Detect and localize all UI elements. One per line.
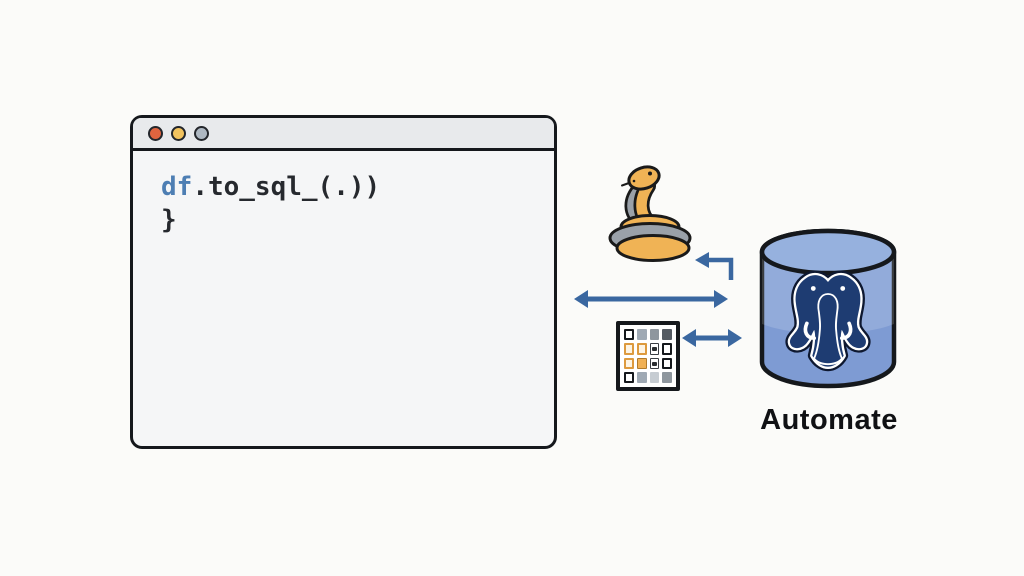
grid-cell — [662, 329, 672, 341]
postgresql-database-icon — [759, 228, 897, 389]
code-editor-window: df.to_sql_(.)) } — [130, 115, 557, 449]
window-minimize-dot — [171, 125, 186, 141]
window-maximize-dot — [194, 125, 209, 141]
table-grid-icon — [616, 321, 680, 391]
postgresql-elephant-logo — [785, 270, 871, 372]
elephant-eye-right — [840, 286, 846, 291]
grid-cell — [624, 357, 634, 369]
window-titlebar — [133, 118, 554, 151]
grid-cell — [636, 329, 647, 341]
grid-cell — [649, 371, 660, 383]
return-arrow-icon — [695, 252, 734, 280]
grid-cell — [624, 343, 634, 355]
grid-cell — [649, 343, 660, 355]
bidirectional-arrow-short — [682, 329, 742, 347]
grid-cell — [649, 329, 660, 341]
database-label: Automate — [760, 404, 898, 436]
code-snippet: df.to_sql_(.)) } — [133, 151, 554, 236]
grid-cell — [662, 371, 672, 383]
window-close-dot — [148, 125, 163, 141]
grid-cell — [636, 371, 647, 383]
grid-cell — [662, 357, 672, 369]
grid-cell — [636, 357, 647, 369]
grid-cell — [636, 343, 647, 355]
code-keyword-df: df — [161, 172, 193, 202]
code-call: .to_sql_(.)) — [192, 172, 381, 202]
python-snake-icon — [608, 165, 692, 262]
code-line-1: df.to_sql_(.)) — [161, 172, 380, 202]
grid-cell — [624, 329, 634, 341]
snake-eye — [648, 171, 652, 176]
grid-cell — [649, 357, 660, 369]
grid-cell — [662, 343, 672, 355]
bidirectional-arrow-long — [574, 290, 728, 308]
grid-cell — [624, 371, 634, 383]
elephant-eye-left — [810, 286, 816, 291]
code-line-2: } — [161, 204, 177, 235]
snake-tongue — [621, 182, 630, 187]
